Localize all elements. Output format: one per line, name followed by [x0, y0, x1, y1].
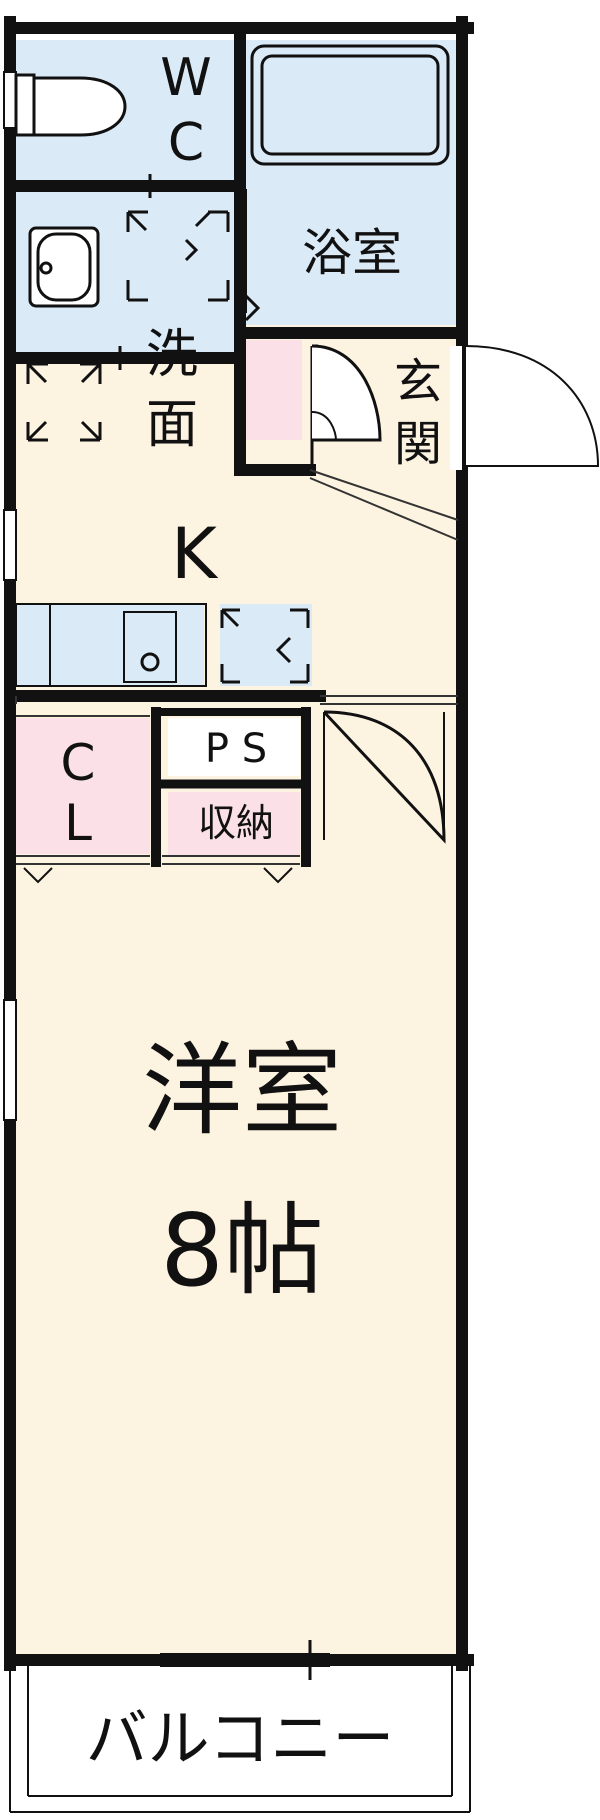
balcony-label: バルコニー — [86, 1702, 395, 1775]
entrance-label-2: 関 — [394, 416, 442, 472]
closet-label-l: L — [64, 794, 92, 852]
washroom-label-1: 洗 — [146, 325, 198, 385]
fridge-space — [220, 604, 312, 686]
walls — [4, 16, 474, 1671]
kitchen-counter-lines — [15, 603, 207, 687]
closet-doors — [23, 867, 293, 884]
thin-lines — [15, 469, 459, 865]
closet-floor — [16, 718, 150, 854]
windows — [3, 71, 17, 1121]
washbasin — [28, 226, 100, 308]
bathtub — [250, 44, 450, 166]
kitchen-label: K — [171, 513, 219, 595]
appliance-spaces — [26, 210, 310, 684]
room-size-label: 8帖 — [160, 1192, 324, 1309]
shoe-cabinet — [244, 340, 302, 440]
western-room-label: 洋室 — [142, 1032, 342, 1149]
storage-label: 収納 — [198, 801, 274, 845]
toilet-fixture — [14, 73, 127, 137]
pipe-space-label: P S — [205, 726, 267, 772]
wc-label-c: C — [168, 113, 204, 173]
wc-label-w: W — [160, 48, 211, 108]
bath-floor — [246, 40, 458, 325]
western-room-floor — [16, 312, 458, 1657]
balcony-railing — [9, 1640, 471, 1813]
closet-label-c: C — [61, 734, 96, 792]
washroom-label-2: 面 — [146, 395, 198, 455]
pipe-space-floor — [168, 718, 300, 776]
bath-label: 浴室 — [302, 224, 402, 282]
kitchen-counter — [16, 604, 204, 686]
storage-floor — [168, 792, 300, 856]
doors — [20, 174, 600, 844]
entrance-label-1: 玄 — [394, 354, 442, 410]
